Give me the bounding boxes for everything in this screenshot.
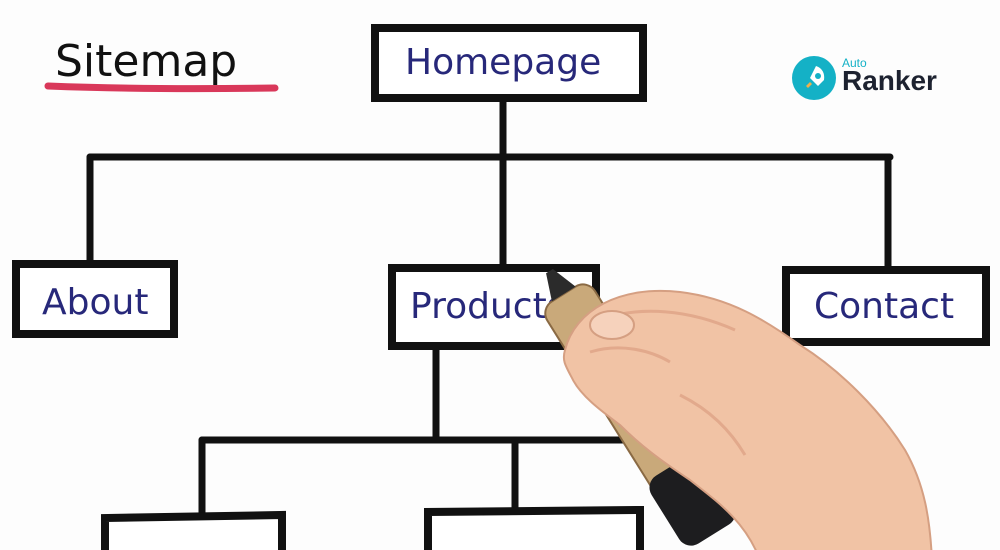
node-homepage: Homepage: [371, 24, 647, 102]
node-contact: Contact: [782, 266, 990, 346]
node-about-label: About: [42, 282, 148, 323]
node-homepage-label: Homepage: [405, 42, 601, 83]
node-child-right: [424, 505, 644, 550]
hand-with-marker-illustration: [544, 268, 933, 550]
autoranker-logo: Auto Ranker: [792, 52, 952, 102]
node-about: About: [12, 260, 178, 338]
node-products-label: Products: [410, 286, 565, 327]
node-contact-label: Contact: [814, 286, 954, 327]
node-child-left: [101, 510, 286, 550]
diagram-title: Sitemap: [55, 36, 237, 87]
logo-brand-text: Ranker: [842, 65, 937, 96]
connector-lines: [86, 94, 894, 519]
logo-small-text: Auto: [842, 56, 867, 70]
title-underline: [44, 82, 279, 93]
rocket-icon: [792, 56, 836, 100]
